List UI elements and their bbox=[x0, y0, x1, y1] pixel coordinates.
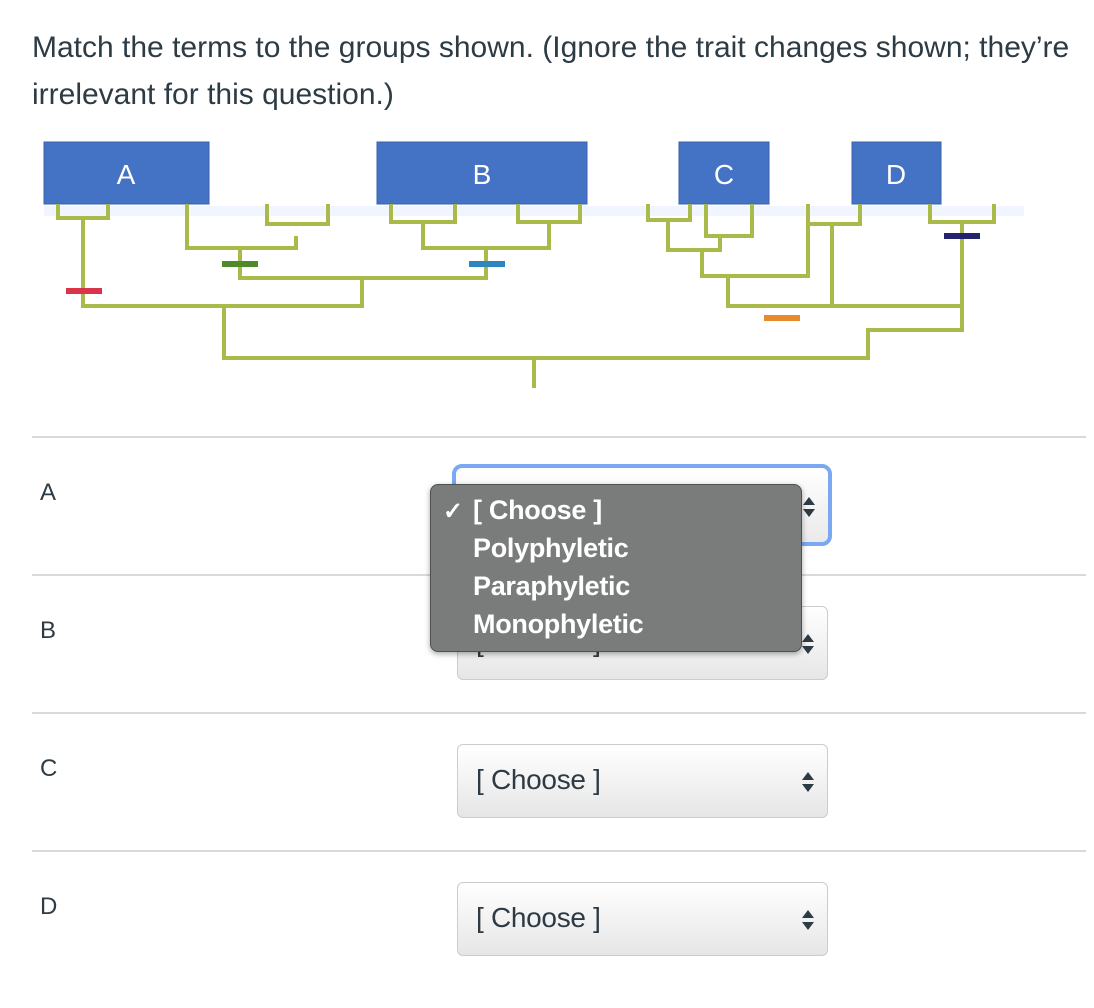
question-text: Match the terms to the groups shown. (Ig… bbox=[32, 31, 1070, 111]
select-value: [ Choose ] bbox=[476, 764, 601, 795]
checkmark-icon: ✓ bbox=[443, 498, 464, 525]
row-divider bbox=[32, 436, 1086, 438]
up-down-arrows-icon bbox=[802, 634, 814, 654]
group-d-label: D bbox=[886, 159, 906, 190]
row-divider bbox=[32, 850, 1086, 852]
trait-mark-orange bbox=[764, 315, 800, 321]
select-group-d[interactable]: [ Choose ] bbox=[457, 882, 828, 956]
select-value: [ Choose ] bbox=[476, 902, 601, 933]
group-a-box bbox=[43, 141, 210, 205]
row-divider bbox=[32, 712, 1086, 714]
trait-mark-navy bbox=[944, 233, 980, 239]
tree-branches bbox=[56, 204, 996, 388]
phylogenetic-tree: A B C D bbox=[43, 141, 1024, 388]
group-a-label: A bbox=[117, 159, 136, 190]
row-label-d: D bbox=[40, 893, 58, 920]
row-label-c: C bbox=[40, 755, 58, 782]
dropdown-option-paraphyletic[interactable]: Paraphyletic bbox=[473, 571, 630, 601]
group-d-box bbox=[851, 141, 942, 205]
up-down-arrows-icon bbox=[803, 497, 815, 517]
dropdown-option-monophyletic[interactable]: Monophyletic bbox=[473, 609, 644, 639]
group-c-label: C bbox=[714, 159, 734, 190]
dropdown-option-polyphyletic[interactable]: Polyphyletic bbox=[473, 533, 629, 563]
row-label-a: A bbox=[40, 479, 57, 506]
dropdown-menu: ✓ [ Choose ] Polyphyletic Paraphyletic M… bbox=[430, 484, 802, 652]
group-b-label: B bbox=[473, 159, 492, 190]
trait-mark-red bbox=[66, 288, 102, 294]
trait-mark-blue bbox=[469, 261, 505, 267]
dropdown-option-choose[interactable]: [ Choose ] bbox=[473, 495, 602, 525]
trait-mark-green bbox=[222, 261, 258, 267]
select-group-c[interactable]: [ Choose ] bbox=[457, 744, 828, 818]
group-b-box bbox=[376, 141, 588, 205]
group-c-box bbox=[678, 141, 770, 205]
up-down-arrows-icon bbox=[802, 910, 814, 930]
up-down-arrows-icon bbox=[802, 772, 814, 792]
tip-shade bbox=[44, 206, 1024, 216]
row-label-b: B bbox=[40, 617, 57, 644]
